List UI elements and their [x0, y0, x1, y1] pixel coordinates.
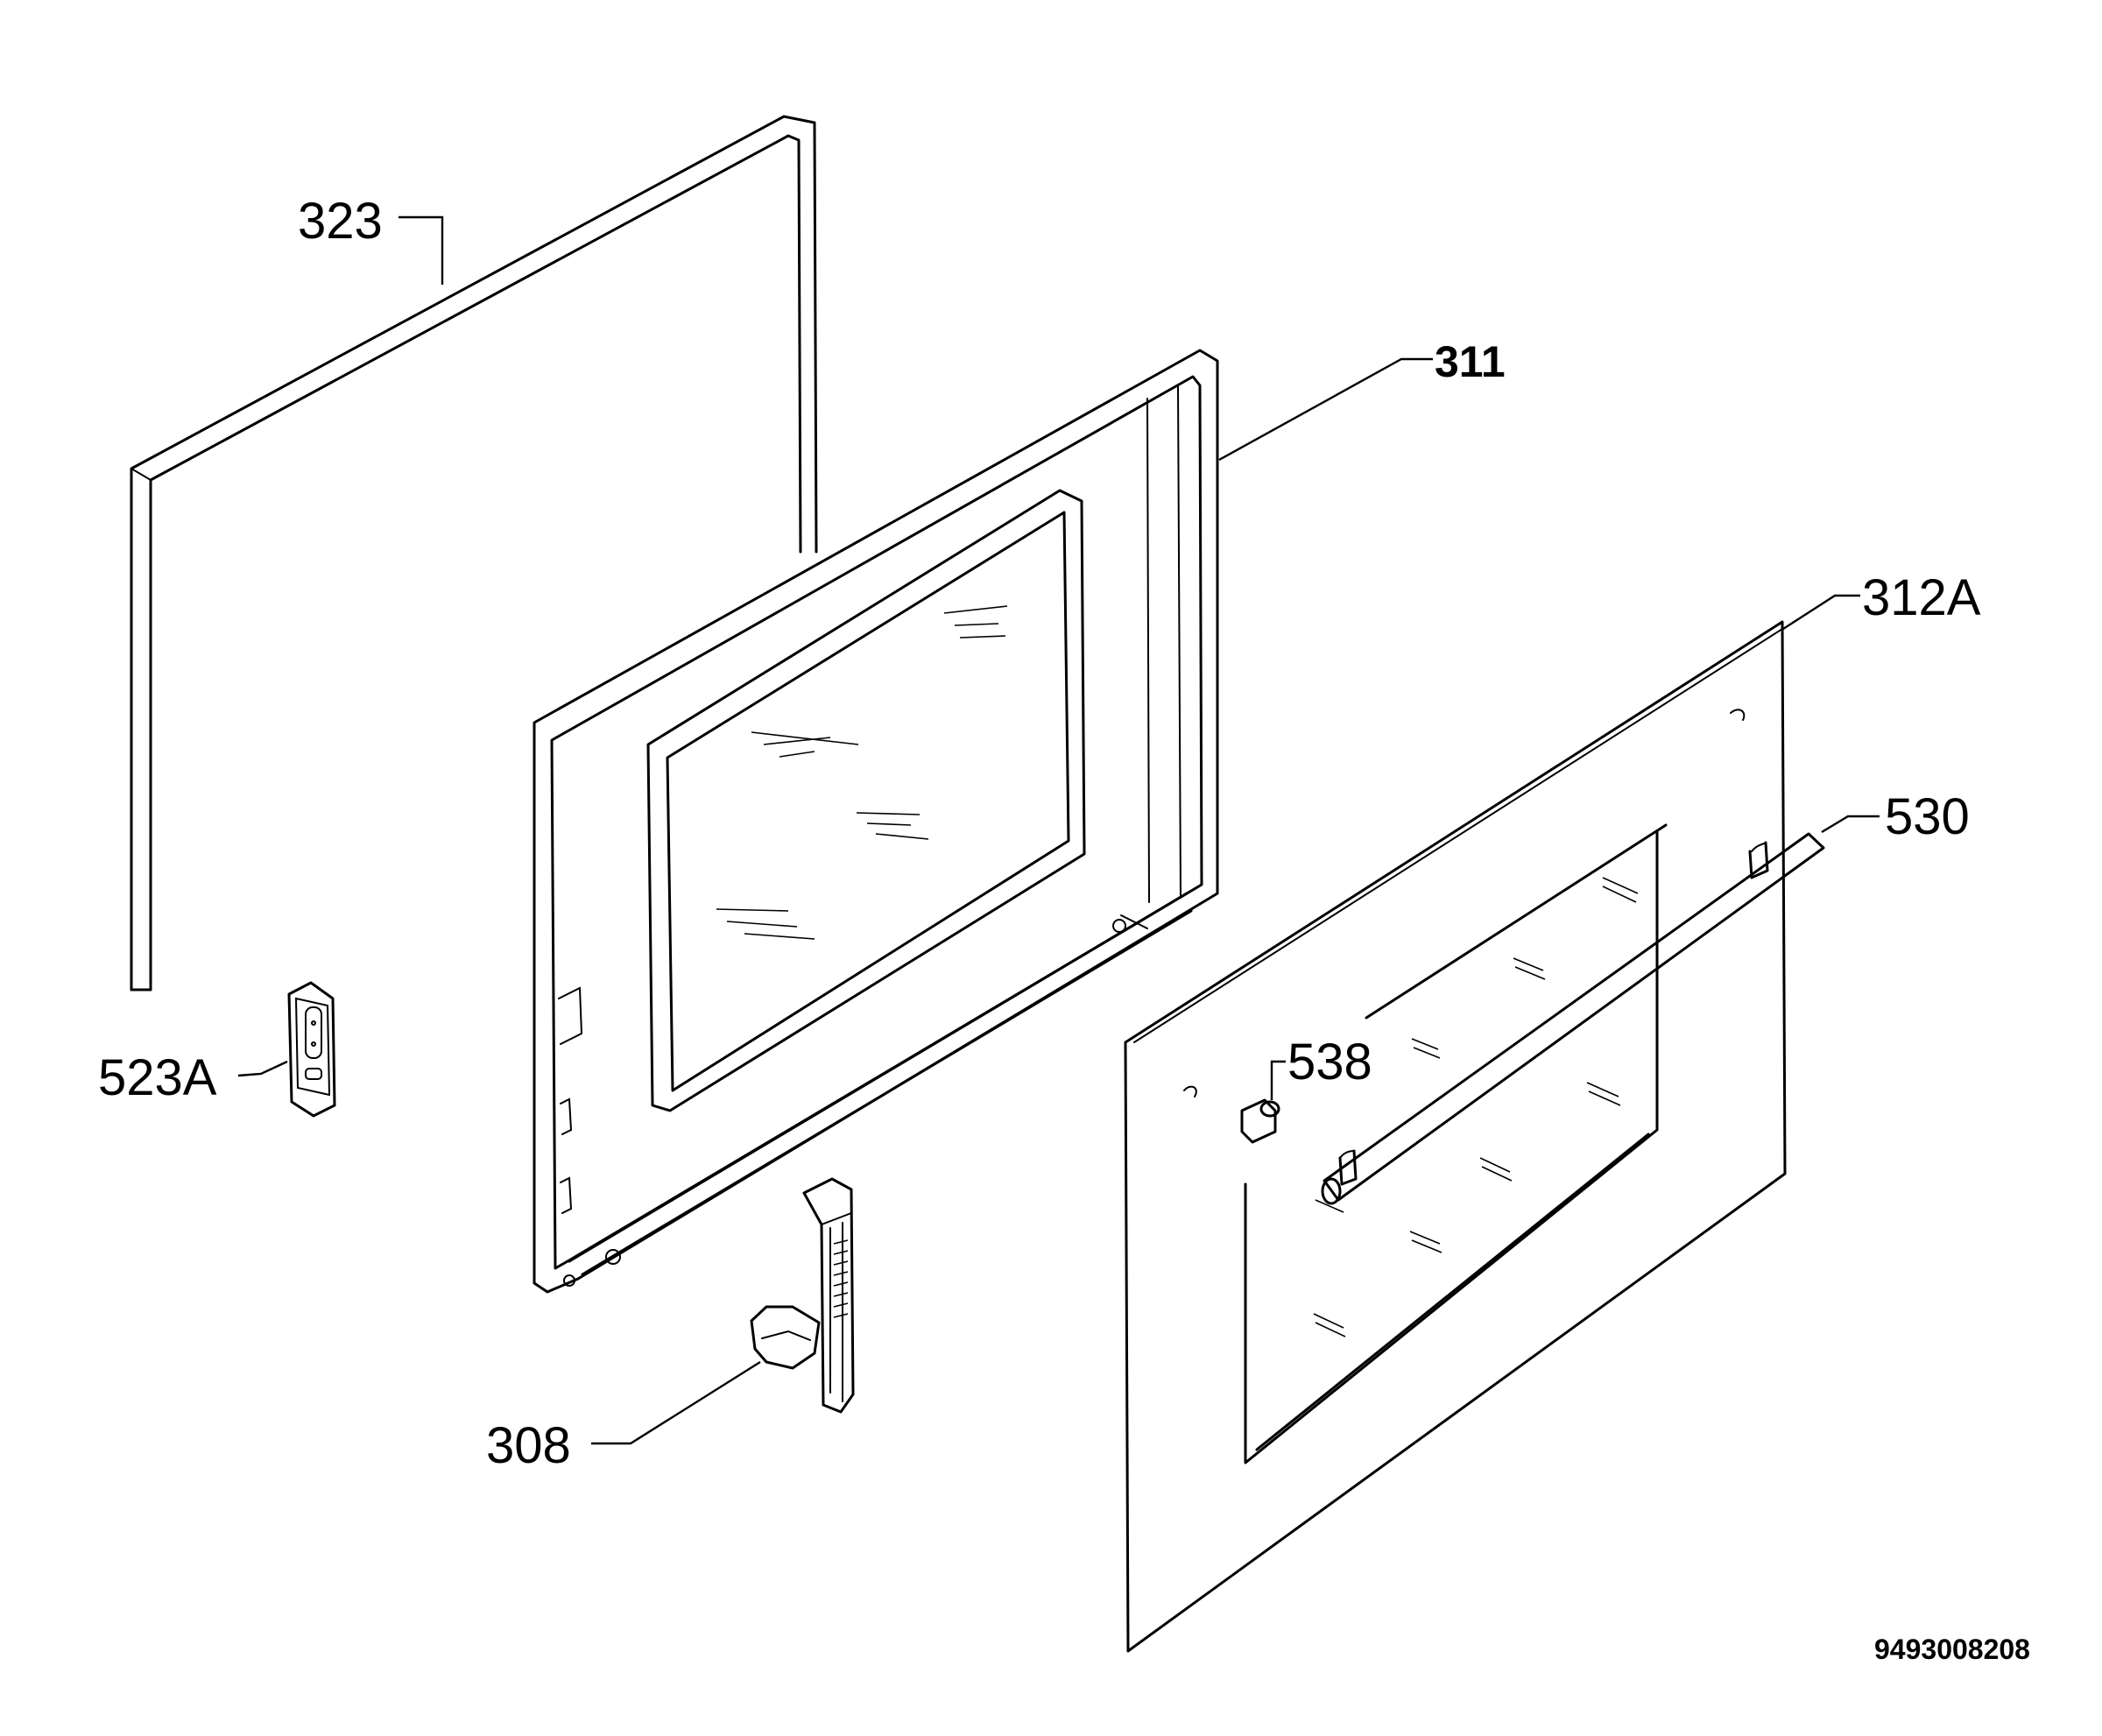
label-311: 311 — [1435, 337, 1506, 386]
label-312a: 312A — [1862, 569, 1981, 626]
leader-lines — [237, 215, 1880, 1445]
leader-523a — [237, 1060, 288, 1077]
door-hinge-308 — [750, 1177, 855, 1414]
label-538: 538 — [1287, 1034, 1372, 1090]
callout-labels: 323 311 312A 530 538 523A 308 9493008208 — [98, 193, 2030, 1665]
door-handle-530 — [1321, 832, 1825, 1205]
leader-530 — [1821, 815, 1880, 834]
outer-door-glass-panel-312a — [1124, 620, 1787, 1653]
leader-538 — [1270, 1060, 1286, 1100]
cap-538 — [1240, 1098, 1280, 1144]
label-530: 530 — [1885, 788, 1970, 845]
document-id: 9493008208 — [1874, 1634, 2030, 1665]
leader-323 — [399, 215, 444, 285]
label-308: 308 — [486, 1417, 571, 1474]
label-323: 323 — [298, 193, 383, 250]
leader-312a — [1782, 594, 1860, 631]
latch-plate-523a — [287, 981, 336, 1118]
leader-311 — [1218, 357, 1433, 462]
label-523a: 523A — [98, 1049, 217, 1106]
inner-door-frame-311 — [533, 349, 1219, 1294]
door-seal-gasket-323 — [130, 115, 818, 991]
leader-308 — [591, 1360, 761, 1445]
